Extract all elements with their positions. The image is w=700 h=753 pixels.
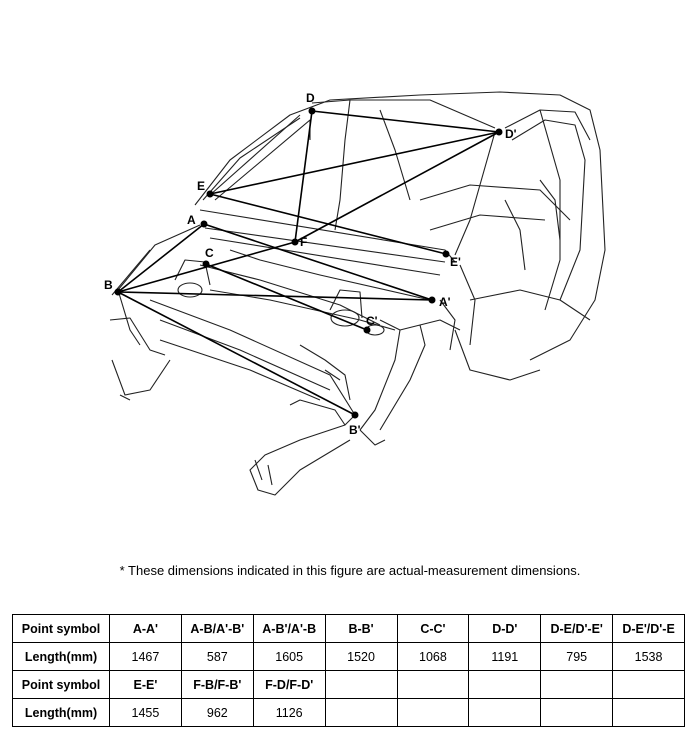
table-cell bbox=[396, 698, 470, 727]
table-cell: A-A' bbox=[109, 614, 182, 643]
table-cell: B-B' bbox=[324, 614, 398, 643]
table-cell: D-D' bbox=[468, 614, 542, 643]
table-row: Point symbol E-E' F-B/F-B' F-D/F-D' bbox=[12, 670, 685, 699]
point-c-dot bbox=[202, 260, 210, 268]
row-header: Length(mm) bbox=[12, 642, 110, 671]
table-cell: 1605 bbox=[252, 642, 326, 671]
point-b-dot bbox=[114, 288, 122, 296]
table-row: Length(mm) 1455 962 1126 bbox=[12, 698, 685, 727]
table-cell: 962 bbox=[180, 698, 254, 727]
point-e-dot bbox=[206, 190, 214, 198]
table-cell: A-B/A'-B' bbox=[180, 614, 254, 643]
table-cell bbox=[468, 698, 542, 727]
point-labels: D D' E E' A A' C C' B B' F bbox=[104, 91, 517, 437]
table-cell bbox=[396, 670, 470, 699]
point-a-prime-dot bbox=[428, 296, 436, 304]
point-a-dot bbox=[200, 220, 208, 228]
point-e-label: E bbox=[197, 179, 205, 193]
point-a-label: A bbox=[187, 213, 196, 227]
table-cell: 1191 bbox=[468, 642, 542, 671]
point-c-prime-label: C' bbox=[366, 314, 378, 328]
measurement-note: * These dimensions indicated in this fig… bbox=[119, 563, 581, 578]
point-c-prime-dot bbox=[363, 326, 371, 334]
table-cell bbox=[540, 670, 614, 699]
table-cell: D-E/D'-E' bbox=[540, 614, 614, 643]
point-b-prime-dot bbox=[351, 411, 359, 419]
table-cell bbox=[612, 670, 685, 699]
table-cell: D-E'/D'-E bbox=[612, 614, 685, 643]
point-c-label: C bbox=[205, 246, 214, 260]
body-dimension-figure: D D' E E' A A' C C' B B' F bbox=[104, 91, 606, 496]
table-cell: 1520 bbox=[324, 642, 398, 671]
table-cell: 1467 bbox=[109, 642, 182, 671]
table-cell: 795 bbox=[540, 642, 614, 671]
dimension-table: Point symbol A-A' A-B/A'-B' A-B'/A'-B B-… bbox=[12, 614, 685, 727]
table-cell: 1126 bbox=[252, 698, 326, 727]
table-cell: 1455 bbox=[109, 698, 182, 727]
point-b-prime-label: B' bbox=[349, 423, 361, 437]
table-cell: 1538 bbox=[612, 642, 685, 671]
point-d-dot bbox=[308, 107, 316, 115]
point-e-prime-label: E' bbox=[450, 255, 461, 269]
point-d-label: D bbox=[306, 91, 315, 105]
point-b-label: B bbox=[104, 278, 113, 292]
table-cell: 1068 bbox=[396, 642, 470, 671]
table-cell bbox=[540, 698, 614, 727]
point-d-prime-dot bbox=[495, 128, 503, 136]
table-row: Point symbol A-A' A-B/A'-B' A-B'/A'-B B-… bbox=[12, 614, 685, 643]
table-row: Length(mm) 1467 587 1605 1520 1068 1191 … bbox=[12, 642, 685, 671]
measurement-points bbox=[114, 107, 503, 419]
table-cell bbox=[468, 670, 542, 699]
table-cell: E-E' bbox=[109, 670, 182, 699]
table-cell: F-D/F-D' bbox=[252, 670, 326, 699]
point-a-prime-label: A' bbox=[439, 295, 451, 309]
row-header: Point symbol bbox=[12, 614, 110, 643]
table-cell: F-B/F-B' bbox=[180, 670, 254, 699]
table-cell bbox=[612, 698, 685, 727]
point-e-prime-dot bbox=[442, 250, 450, 258]
table-cell: 587 bbox=[180, 642, 254, 671]
row-header: Length(mm) bbox=[12, 698, 110, 727]
table-cell bbox=[324, 698, 398, 727]
row-header: Point symbol bbox=[12, 670, 110, 699]
car-body-drawing bbox=[109, 91, 606, 496]
point-d-prime-label: D' bbox=[505, 127, 517, 141]
measurement-lines bbox=[117, 110, 500, 416]
table-cell: C-C' bbox=[396, 614, 470, 643]
point-f-dot bbox=[291, 238, 299, 246]
table-cell: A-B'/A'-B bbox=[252, 614, 326, 643]
point-f-label: F bbox=[300, 235, 307, 249]
table-cell bbox=[324, 670, 398, 699]
